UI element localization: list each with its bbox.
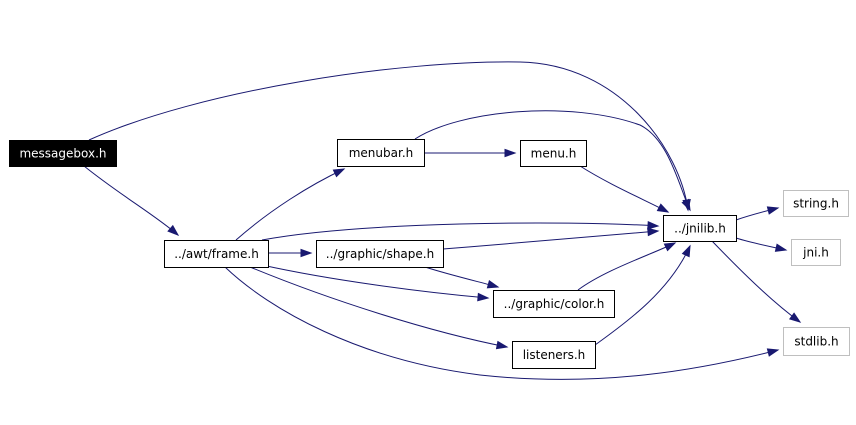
edge-line	[711, 240, 801, 323]
node-jnilib[interactable]: ../jnilib.h	[663, 215, 737, 242]
edge-arrowhead	[477, 292, 490, 302]
edge-frame-to-stdlib	[224, 266, 780, 380]
edge-listeners-to-jnilib	[594, 244, 691, 346]
node-stdlib[interactable]: stdlib.h	[783, 327, 850, 356]
edge-line	[579, 165, 669, 213]
edge-line	[594, 245, 691, 346]
node-menu[interactable]: menu.h	[520, 140, 587, 167]
edge-arrowhead	[681, 198, 691, 212]
edge-line	[424, 266, 499, 288]
edge-menubar-to-menu	[424, 148, 517, 158]
node-listeners[interactable]: listeners.h	[512, 341, 596, 369]
edge-arrowhead	[647, 221, 660, 230]
node-label: menubar.h	[349, 146, 414, 160]
edge-arrowhead	[774, 243, 788, 252]
node-box	[164, 240, 269, 268]
edge-shape-to-color	[424, 266, 500, 289]
edge-frame-to-listeners	[249, 266, 509, 350]
node-label: ../jnilib.h	[674, 222, 726, 236]
node-shape[interactable]: ../graphic/shape.h	[316, 240, 444, 268]
node-label: string.h	[793, 197, 839, 211]
edge-arrowhead	[681, 244, 691, 258]
node-label: ../graphic/shape.h	[326, 247, 434, 261]
node-label: ../awt/frame.h	[174, 247, 259, 261]
node-box	[493, 290, 615, 318]
node-color[interactable]: ../graphic/color.h	[493, 290, 615, 318]
node-box	[783, 327, 850, 356]
node-box	[791, 239, 841, 266]
node-messagebox[interactable]: messagebox.h	[9, 140, 117, 167]
node-label: messagebox.h	[19, 147, 106, 161]
edge-line	[88, 61, 689, 211]
edge-messagebox-to-frame	[83, 165, 180, 236]
edge-messagebox-to-jnilib	[88, 61, 691, 212]
edge-arrowhead	[495, 340, 509, 350]
node-string[interactable]: string.h	[783, 190, 849, 217]
edge-line	[224, 266, 779, 380]
edge-jnilib-to-jni	[735, 237, 788, 252]
edge-line	[261, 264, 489, 299]
edge-color-to-jnilib	[577, 242, 677, 291]
edge-line	[83, 165, 179, 236]
edge-arrowhead	[766, 206, 780, 215]
edge-line	[261, 222, 659, 241]
edge-arrowhead	[647, 227, 660, 237]
edge-arrowhead	[656, 203, 670, 213]
node-frame[interactable]: ../awt/frame.h	[164, 240, 269, 268]
node-box	[783, 190, 849, 217]
edge-jnilib-to-string	[735, 206, 780, 221]
node-label: ../graphic/color.h	[504, 297, 605, 311]
node-box	[663, 215, 737, 242]
node-label: stdlib.h	[794, 335, 838, 349]
node-box	[9, 140, 117, 167]
edge-frame-to-menubar	[235, 168, 346, 241]
nodes-layer: messagebox.h ../awt/frame.h menubar.h menu.…	[9, 139, 850, 369]
edge-arrowhead	[300, 248, 313, 258]
edge-line	[249, 266, 508, 348]
node-label: listeners.h	[523, 348, 586, 362]
edge-frame-to-jnilib	[261, 221, 660, 241]
edge-arrowhead	[486, 280, 500, 289]
edge-shape-to-jnilib	[442, 227, 660, 250]
node-label: menu.h	[531, 147, 577, 161]
edge-menu-to-jnilib	[579, 165, 670, 213]
edge-arrowhead	[167, 224, 180, 236]
node-box	[337, 139, 425, 167]
node-menubar[interactable]: menubar.h	[337, 139, 425, 167]
edge-arrowhead	[504, 148, 517, 158]
node-jni[interactable]: jni.h	[791, 239, 841, 266]
edge-line	[442, 230, 659, 250]
edge-line	[414, 110, 691, 211]
edge-arrowhead	[663, 242, 677, 252]
edge-arrowhead	[332, 168, 346, 178]
edges-layer	[83, 61, 802, 380]
node-label: jni.h	[802, 246, 829, 260]
edge-arrowhead	[788, 312, 802, 323]
edge-line	[235, 168, 345, 241]
node-box	[316, 240, 444, 268]
node-box	[520, 140, 587, 167]
edge-frame-to-color	[261, 264, 490, 302]
edge-frame-to-shape	[268, 248, 313, 258]
node-box	[512, 341, 596, 369]
edge-arrowhead	[766, 348, 780, 357]
edge-line	[577, 242, 676, 291]
edge-jnilib-to-stdlib	[711, 240, 802, 323]
edge-menubar-to-jnilib	[414, 110, 691, 212]
